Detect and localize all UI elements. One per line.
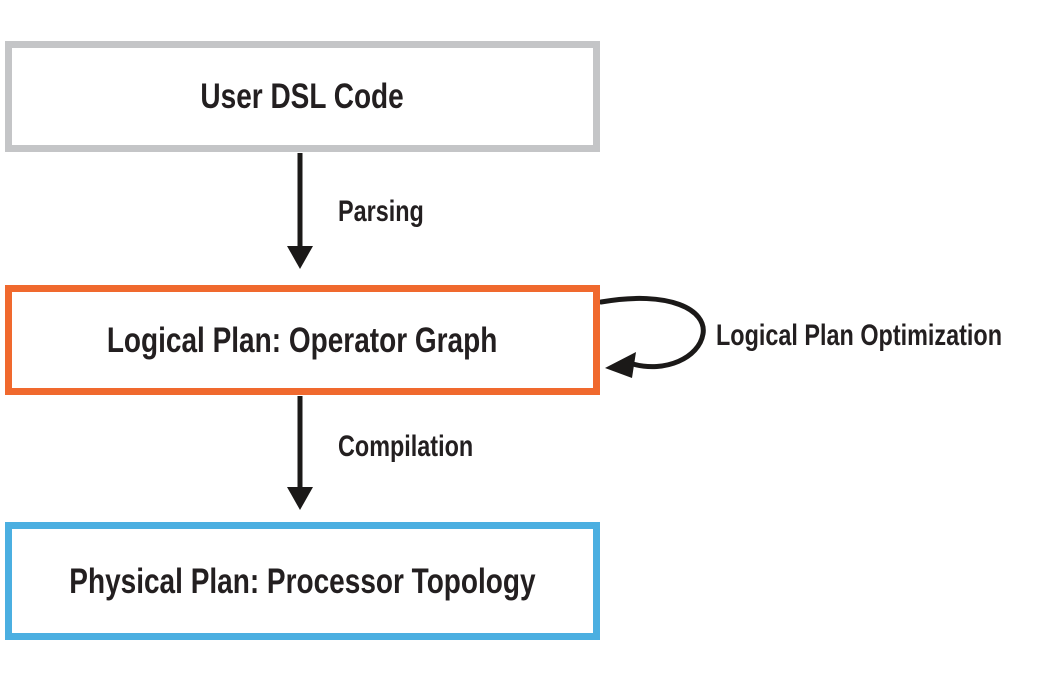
node-logical-plan-label: Logical Plan: Operator Graph	[107, 320, 498, 360]
optimization-self-loop-arrow	[598, 296, 706, 378]
node-logical-plan: Logical Plan: Operator Graph	[5, 285, 600, 395]
parsing-arrow	[287, 153, 313, 269]
parsing-edge-label: Parsing	[338, 195, 424, 228]
compilation-edge-label: Compilation	[338, 430, 474, 463]
node-user-dsl-code-label: User DSL Code	[200, 77, 405, 116]
node-physical-plan: Physical Plan: Processor Topology	[5, 522, 600, 640]
optimization-edge-label: Logical Plan Optimization	[716, 319, 1003, 352]
node-user-dsl-code: User DSL Code	[5, 41, 600, 152]
node-physical-plan-label: Physical Plan: Processor Topology	[69, 561, 536, 601]
compilation-arrow	[287, 396, 313, 510]
